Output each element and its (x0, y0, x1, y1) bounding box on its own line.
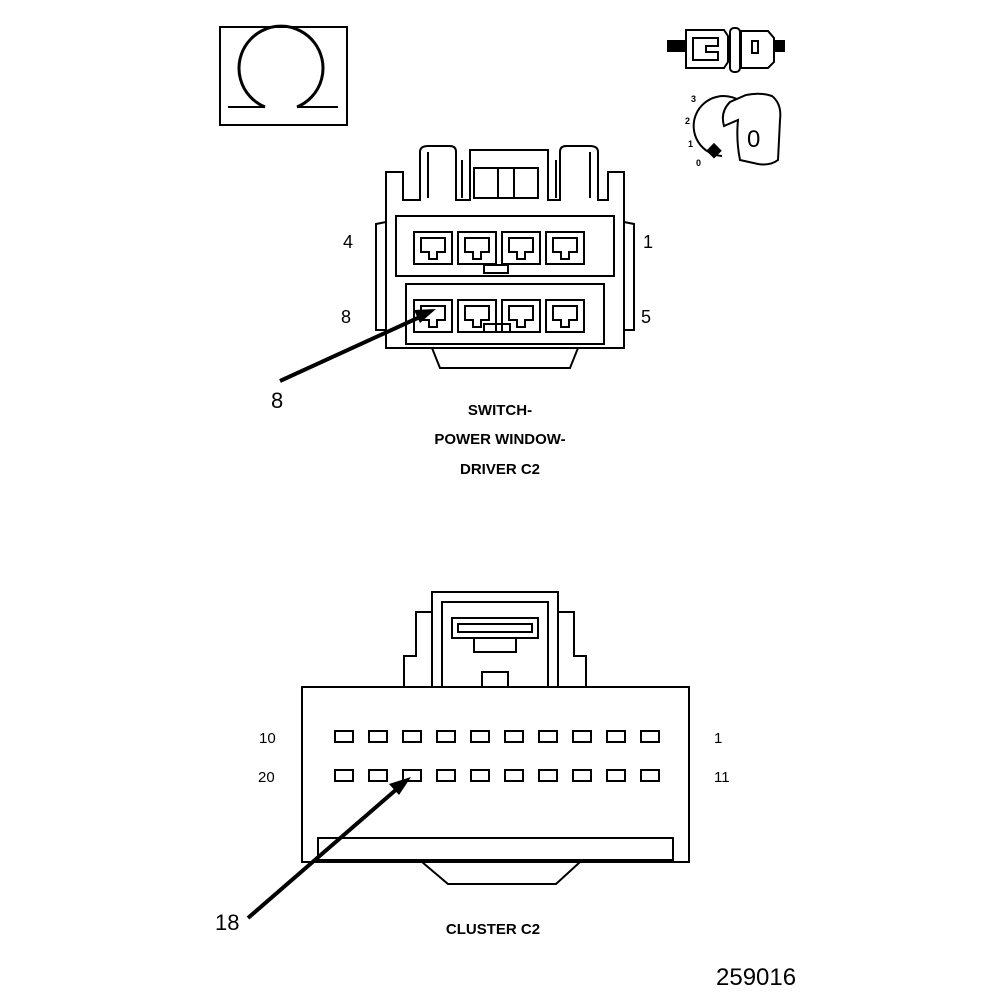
switch-pin-label-4: 4 (343, 232, 353, 252)
switch-cavity (501, 299, 541, 333)
cluster-cavity (538, 730, 558, 743)
switch-cavity (413, 231, 453, 265)
switch-cavity (545, 231, 585, 265)
ignition-position-2: 2 (685, 116, 690, 126)
switch-title-line-2: POWER WINDOW- (434, 431, 565, 448)
cluster-connector (301, 591, 690, 885)
cluster-pin-label-11: 11 (714, 769, 730, 786)
cluster-connector-cavities (334, 730, 660, 782)
cluster-cavity (504, 769, 524, 782)
cluster-cavity (402, 769, 422, 782)
switch-pin-label-8: 8 (341, 307, 351, 327)
figure-number: 259016 (716, 964, 796, 991)
switch-connector-cavities (413, 231, 585, 333)
switch-cavity (457, 231, 497, 265)
cluster-cavity (334, 769, 354, 782)
cluster-cavity (640, 730, 660, 743)
cluster-cavity (572, 769, 592, 782)
cluster-cavity (606, 769, 626, 782)
cluster-cavity (368, 730, 388, 743)
cluster-cavity (436, 730, 456, 743)
cluster-pin-label-10: 10 (259, 730, 276, 747)
switch-cavity (545, 299, 585, 333)
cluster-callout-arrow (246, 777, 411, 920)
switch-title-line-3: DRIVER C2 (460, 461, 540, 478)
ignition-position-0: 0 (696, 158, 701, 168)
cluster-cavity (334, 730, 354, 743)
ignition-key-off-icon: 3 2 1 0 0 (685, 92, 782, 168)
cluster-cavity (538, 769, 558, 782)
cluster-cavity (606, 730, 626, 743)
ignition-position-1: 1 (688, 139, 693, 149)
cluster-title: CLUSTER C2 (446, 921, 540, 938)
cluster-cavity (470, 769, 490, 782)
switch-cavity (501, 231, 541, 265)
switch-pin-label-5: 5 (641, 307, 651, 327)
switch-cavity (413, 299, 453, 333)
switch-pin-label-1: 1 (643, 232, 653, 252)
cluster-pin-label-20: 20 (258, 769, 275, 786)
switch-callout-label: 8 (271, 388, 283, 413)
cluster-cavity (470, 730, 490, 743)
ignition-key-label: 0 (747, 126, 760, 153)
ohmmeter-resistance-icon (219, 24, 348, 126)
switch-callout-arrow (279, 309, 436, 383)
connector-plug-icon (667, 27, 785, 73)
cluster-cavity (572, 730, 592, 743)
cluster-cavity (640, 769, 660, 782)
cluster-pin-label-1: 1 (714, 730, 722, 747)
switch-title-line-1: SWITCH- (468, 402, 532, 419)
cluster-callout-label: 18 (215, 910, 239, 935)
ignition-position-3: 3 (691, 94, 696, 104)
cluster-cavity (368, 769, 388, 782)
cluster-cavity (504, 730, 524, 743)
switch-cavity (457, 299, 497, 333)
cluster-cavity (402, 730, 422, 743)
cluster-cavity (436, 769, 456, 782)
